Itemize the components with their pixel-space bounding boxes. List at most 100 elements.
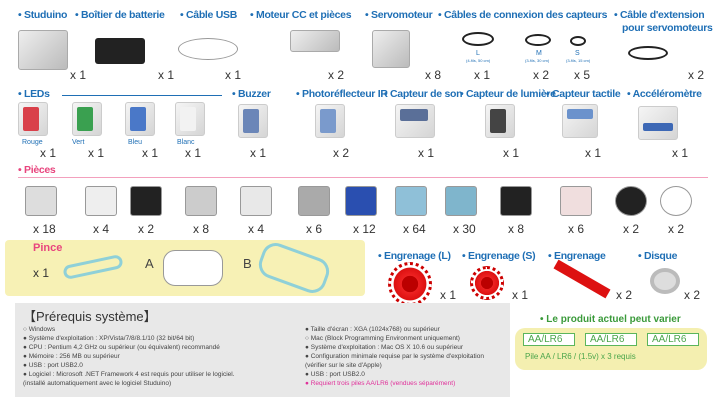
gear-small-image — [470, 266, 504, 300]
battery-caption: Pile AA / LR6 / (1.5v) x 3 requis — [525, 352, 636, 361]
piece-image — [615, 186, 647, 216]
system-requirements-title: 【Prérequis système】 — [23, 309, 157, 324]
piece-image — [240, 186, 272, 216]
pieces-label: • Pièces — [18, 164, 56, 176]
led-white-qty: x 1 — [185, 146, 202, 160]
studuino-qty: x 1 — [70, 68, 87, 82]
led-red-name: Rouge — [22, 139, 43, 146]
studuino-label: • Studuino — [18, 9, 68, 21]
rack-gear-label: • Engrenage — [548, 250, 606, 262]
battery-cell: AA/LR6 — [585, 333, 637, 346]
disc-image — [650, 268, 680, 294]
sensor-cable-s-size: S — [575, 50, 580, 57]
piece-image — [345, 186, 377, 216]
piece-qty: x 6 — [306, 222, 323, 236]
leds-divider — [62, 95, 222, 96]
led-green-name: Vert — [72, 139, 85, 146]
piece-qty: x 8 — [193, 222, 210, 236]
led-blue-qty: x 1 — [142, 146, 159, 160]
requirements-mac: ● Taille d'écran : XGA (1024x768) ou sup… — [305, 325, 484, 388]
sensor-cable-s-image — [570, 36, 586, 46]
led-white-name: Blanc — [177, 139, 195, 146]
requirement-item: ● Taille d'écran : XGA (1024x768) ou sup… — [305, 326, 440, 333]
buzzer-qty: x 1 — [250, 146, 267, 160]
led-blue-name: Bleu — [128, 139, 143, 146]
pince-image — [62, 253, 124, 281]
disc-label: • Disque — [638, 250, 678, 262]
piece-qty: x 8 — [508, 222, 525, 236]
sound-sensor-qty: x 1 — [418, 146, 435, 160]
piece-qty: x 2 — [668, 222, 685, 236]
light-sensor-qty: x 1 — [503, 146, 520, 160]
light-sensor-label: • Capteur de lumière — [460, 88, 556, 100]
accelerometer-qty: x 1 — [672, 146, 689, 160]
accelerometer-label: • Accéléromètre — [627, 88, 702, 100]
servomotor-label: • Servomoteur — [365, 9, 433, 21]
piece-qty: x 2 — [138, 222, 155, 236]
requirement-item: ○ Windows — [23, 326, 56, 333]
sensor-cable-s-qty: x 5 — [574, 68, 591, 82]
piece-qty: x 6 — [568, 222, 585, 236]
buzzer-image — [238, 104, 268, 138]
led-red-image — [18, 102, 48, 136]
sensor-cable-l-image — [462, 32, 494, 46]
gear-large-label: • Engrenage (L) — [378, 250, 451, 262]
sensor-cable-m-qty: x 2 — [533, 68, 550, 82]
extension-cable-label: • Câble d'extension — [614, 9, 705, 21]
buzzer-label: • Buzzer — [232, 88, 271, 100]
ir-photoreflector-qty: x 2 — [333, 146, 350, 160]
extension-cable-image — [628, 46, 668, 60]
led-blue-image — [125, 102, 155, 136]
gear-small-qty: x 1 — [512, 288, 529, 302]
step-a-illustration — [163, 250, 223, 286]
pince-label: Pince — [33, 242, 63, 254]
piece-image — [185, 186, 217, 216]
requirement-item: ○ Mac (Block Programming Environment uni… — [305, 335, 460, 342]
leds-label: • LEDs — [18, 88, 50, 100]
sensor-cable-m-image — [525, 34, 551, 46]
battery-cell: AA/LR6 — [523, 333, 575, 346]
battery-cell: AA/LR6 — [647, 333, 699, 346]
gear-large-image — [388, 262, 432, 306]
requirement-item: ● Configuration minimale requise par le … — [305, 353, 484, 360]
piece-image — [395, 186, 427, 216]
requirement-item: (vérifier sur le site d'Apple) — [305, 362, 382, 369]
extension-cable-qty: x 2 — [688, 68, 705, 82]
piece-image — [660, 186, 692, 216]
product-may-vary-note: • Le produit actuel peut varier — [540, 314, 681, 325]
requirement-item: ● Système d'exploitation : Mac OS X 10.6… — [305, 344, 463, 351]
batteries-panel: AA/LR6 AA/LR6 AA/LR6 Pile AA / LR6 / (1.… — [515, 328, 707, 370]
sound-sensor-image — [395, 104, 435, 138]
battery-box-image — [95, 38, 145, 64]
piece-image — [25, 186, 57, 216]
sensor-cable-s-spec: (3-fils, 15 cm) — [566, 58, 591, 63]
piece-qty: x 30 — [453, 222, 476, 236]
piece-qty: x 18 — [33, 222, 56, 236]
sensor-cable-m-spec: (3-fils, 30 cm) — [525, 58, 550, 63]
dc-motor-label: • Moteur CC et pièces — [250, 9, 352, 21]
battery-box-qty: x 1 — [158, 68, 175, 82]
sensor-cables-label: • Câbles de connexion des capteurs — [438, 9, 608, 21]
light-sensor-image — [485, 104, 515, 138]
requirement-item: ● CPU : Pentium 4,2 GHz ou supérieur (ou… — [23, 344, 220, 351]
accelerometer-image — [638, 106, 678, 140]
piece-image — [560, 186, 592, 216]
rack-gear-image — [553, 259, 611, 299]
usb-cable-qty: x 1 — [225, 68, 242, 82]
disc-qty: x 2 — [684, 288, 701, 302]
led-white-image — [175, 102, 205, 136]
system-requirements-panel: 【Prérequis système】 ○ Windows ● Système d… — [15, 303, 510, 397]
pince-qty: x 1 — [33, 266, 50, 280]
requirement-item: ● Système d'exploitation : XP/Vista/7/8/… — [23, 335, 195, 342]
rack-gear-qty: x 2 — [616, 288, 633, 302]
piece-image — [298, 186, 330, 216]
gear-small-label: • Engrenage (S) — [462, 250, 536, 262]
step-a-label: A — [145, 256, 154, 271]
studuino-image — [18, 30, 68, 70]
pieces-divider — [18, 177, 708, 178]
ir-photoreflector-image — [315, 104, 345, 138]
piece-qty: x 64 — [403, 222, 426, 236]
step-b-illustration — [254, 239, 334, 297]
servomotor-image — [372, 30, 410, 68]
piece-image — [445, 186, 477, 216]
